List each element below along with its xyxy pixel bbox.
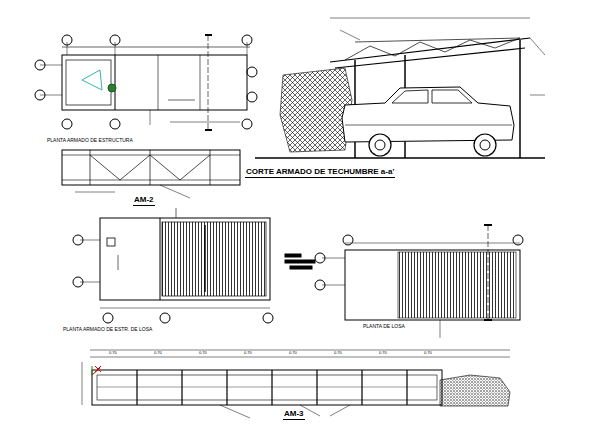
view-title: PLANTA ARMADO DE ESTR. DE LOSA	[62, 327, 153, 333]
view-title: PLANTA ARMADO DE ESTRUCTURA	[46, 138, 134, 144]
detail-tag: AM-3	[283, 410, 305, 420]
dimension-text: 0.70	[153, 351, 163, 355]
dimension-text: 0.70	[288, 351, 298, 355]
dimension-text: 0.70	[198, 351, 208, 355]
dimension-text: 0.70	[243, 351, 253, 355]
view-title: PLANTA DE LOSA	[362, 324, 406, 330]
section-title: CORTE ARMADO DE TECHUMBRE a-a'	[245, 168, 395, 178]
detail-tag: AM-2	[133, 196, 155, 206]
dimension-text: 0.70	[333, 351, 343, 355]
dimension-text: 0.70	[378, 351, 388, 355]
dimension-text: 0.70	[423, 351, 433, 355]
dimension-text: 0.70	[108, 351, 118, 355]
